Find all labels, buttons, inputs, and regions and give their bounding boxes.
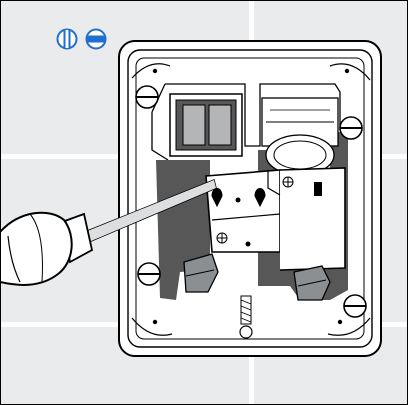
retaining-clips [183,253,331,301]
screw-top-left [135,85,159,109]
screw-bottom-center [239,295,253,339]
switch-rocker [169,93,243,157]
screw-bottom-left [137,262,161,286]
screw-top-right [339,116,363,140]
horizontal-slot-screwdriver-icon [85,28,107,50]
terminal-block [205,167,346,271]
frame-markers [152,68,350,325]
vertical-slot-screwdriver-icon [56,28,78,50]
spring-mechanism [261,97,339,176]
frame-screws [135,85,367,339]
mode-indicator [56,28,107,50]
screw-bottom-right [343,294,367,318]
screwdriver [0,178,217,286]
